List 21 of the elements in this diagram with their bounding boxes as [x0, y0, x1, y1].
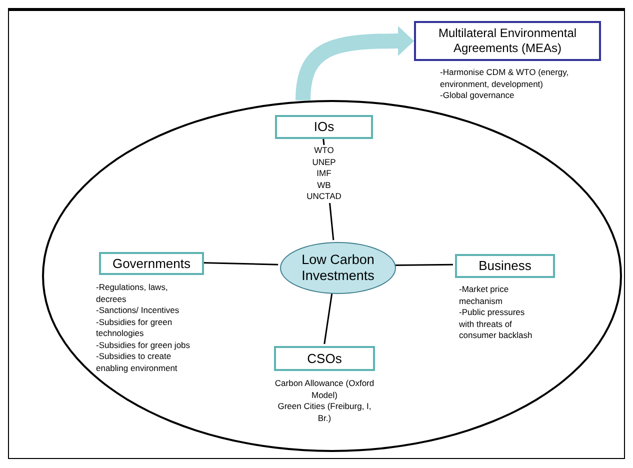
node-label: IOs: [314, 118, 334, 136]
node-label: Low Carbon Investments: [300, 252, 376, 284]
note-text: Carbon Allowance (Oxford Model): [274, 378, 375, 401]
node-label: CSOs: [307, 350, 342, 368]
note-text: WTO: [314, 145, 334, 156]
actor-box: [99, 252, 204, 275]
note-text: UNEP: [312, 156, 336, 168]
agreement-box: [414, 21, 601, 61]
connector-line: [324, 292, 333, 344]
actor-box: [455, 254, 555, 278]
node-label: Multilateral Environmental Agreements (MEAs): [437, 26, 578, 56]
actor-box: [275, 115, 373, 139]
connector-line: [394, 264, 453, 266]
note-text: -Subsidies for green jobs: [96, 340, 192, 351]
note-text: IMF: [316, 168, 332, 180]
note-text: UNCTAD: [306, 191, 342, 202]
actor-box: [274, 346, 375, 371]
outer-ellipse: [42, 100, 622, 452]
note-text: WB: [317, 180, 331, 191]
node-label: Business: [478, 257, 532, 276]
node-label: Governments: [112, 254, 191, 273]
